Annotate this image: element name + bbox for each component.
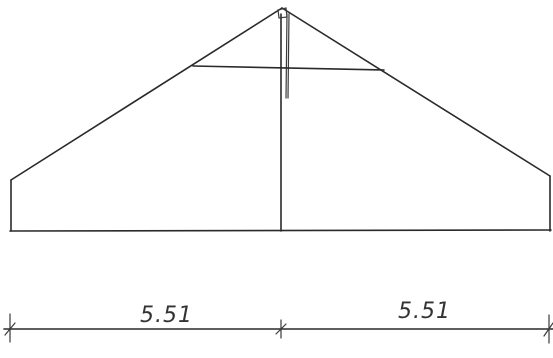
dim-tick-right (543, 314, 553, 344)
left-rafter (10, 7, 283, 181)
apex-detail (277, 7, 288, 19)
pole-detail (285, 13, 290, 99)
dimension-label-right: 5.51 (398, 299, 451, 324)
dim-tick-left (4, 313, 16, 343)
collar-tie (192, 65, 385, 71)
right-rafter (281, 7, 551, 177)
dim-tick-middle (275, 319, 287, 339)
dimension-label-left: 5.51 (140, 303, 193, 328)
